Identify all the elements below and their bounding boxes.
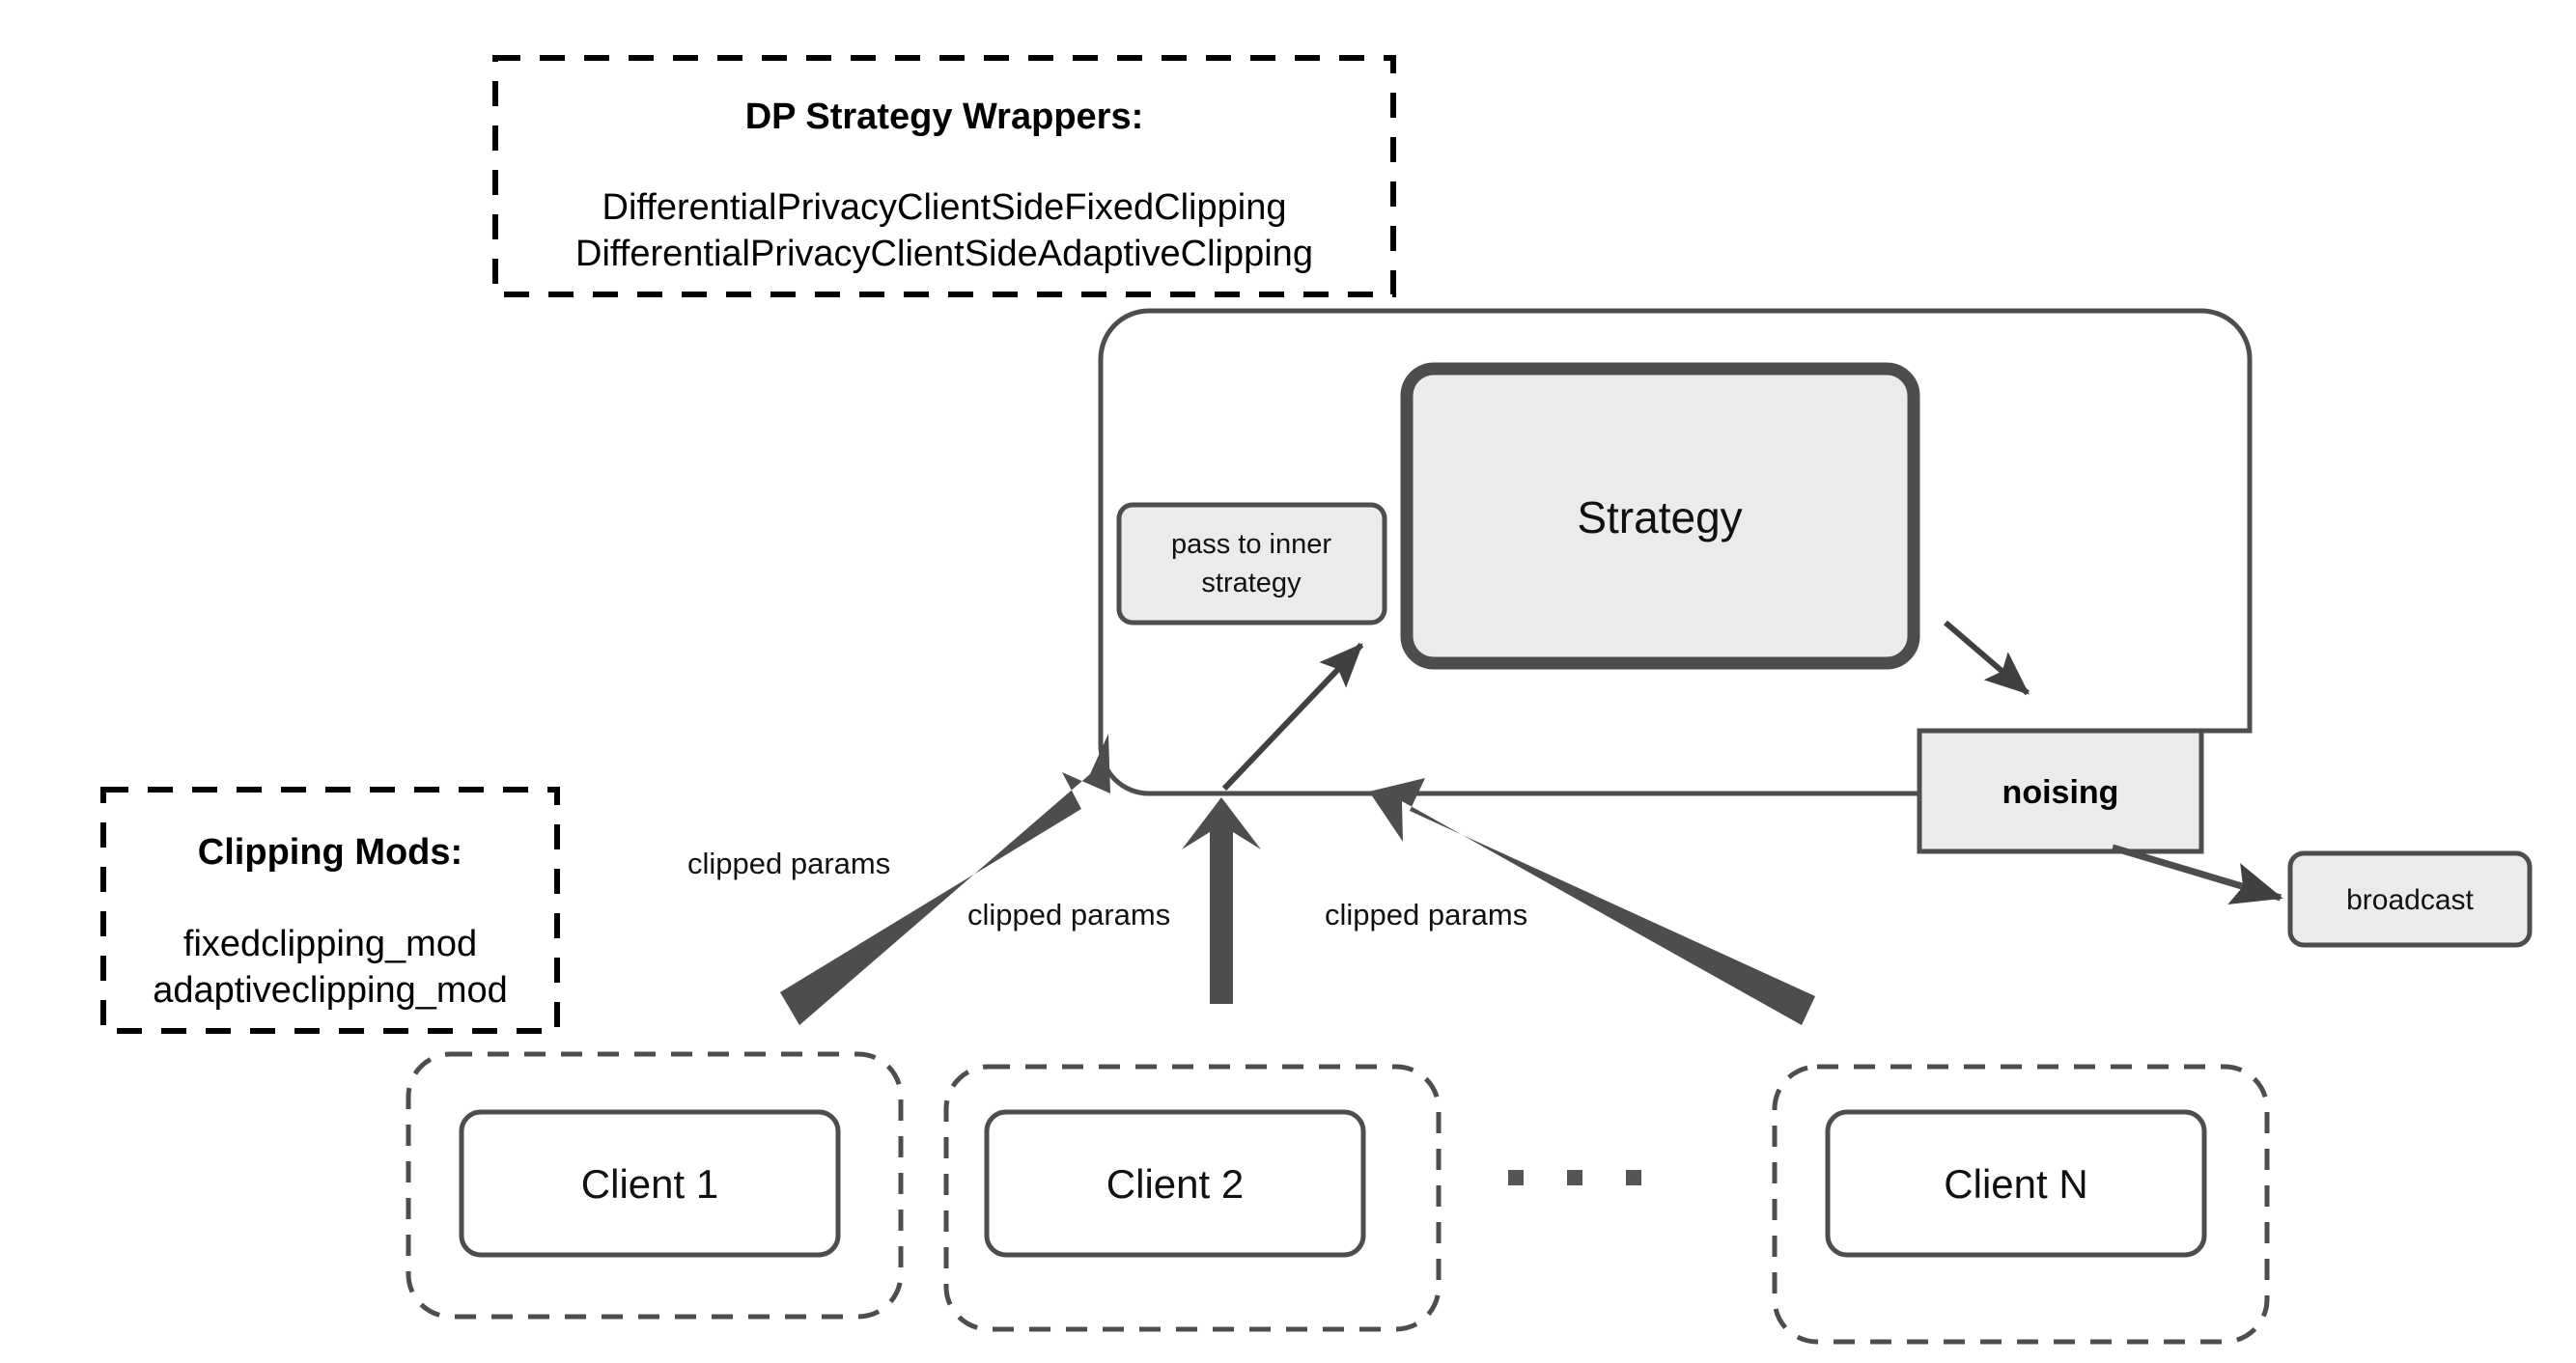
strategy-box[interactable]: Strategy [1400, 362, 1920, 670]
client-box-n[interactable] [1825, 1109, 2207, 1258]
pass-to-inner-strategy-rect[interactable] [1116, 502, 1387, 626]
client-group-1: Client 1 [406, 1051, 904, 1320]
noising-box-label: noising [2002, 774, 2119, 811]
broadcast-box[interactable]: broadcast [2287, 850, 2533, 948]
client-label-n: Client N [1944, 1161, 2087, 1207]
client-label-2: Client 2 [1106, 1161, 1244, 1207]
client-box-1[interactable] [459, 1109, 841, 1258]
client-label-1: Client 1 [581, 1161, 718, 1207]
edge-label-client1: clipped params [687, 847, 890, 880]
clipping-mods-legend: Clipping Mods: fixedclipping_mod adaptiv… [100, 787, 560, 1034]
ellipsis-dot-2 [1567, 1170, 1582, 1185]
dp-strategy-wrappers-legend: DP Strategy Wrappers: DifferentialPrivac… [492, 55, 1396, 297]
edge-label-client2: clipped params [967, 898, 1170, 932]
dp-wrappers-title: DP Strategy Wrappers: [745, 97, 1144, 137]
clipping-mods-box [100, 787, 560, 1034]
arrow-client2-to-server [1182, 797, 1261, 1004]
clipping-mods-item-1: adaptiveclipping_mod [153, 970, 508, 1011]
ellipsis-dots [1508, 1170, 1641, 1185]
broadcast-box-rect[interactable] [2287, 850, 2533, 948]
noising-box-rect[interactable] [1917, 728, 2204, 854]
dp-wrappers-item-1: DifferentialPrivacyClientSideAdaptiveCli… [575, 234, 1313, 274]
clipping-mods-item-0: fixedclipping_mod [183, 924, 477, 964]
arrow-clientn-to-server [1369, 778, 1815, 1025]
pass-to-inner-strategy-line2: strategy [1201, 568, 1302, 598]
arrow-strategy-to-noising [1944, 620, 2030, 696]
broadcast-box-label: broadcast [2346, 884, 2474, 916]
strategy-box-label: Strategy [1577, 492, 1742, 542]
client-box-2[interactable] [984, 1109, 1366, 1258]
dp-wrappers-item-0: DifferentialPrivacyClientSideFixedClippi… [602, 187, 1287, 228]
noising-box[interactable]: noising [1917, 728, 2204, 854]
edge-label-clientn: clipped params [1325, 898, 1527, 932]
ellipsis-dot-3 [1626, 1170, 1641, 1185]
arrow-noising-to-broadcast [2111, 844, 2283, 905]
arrow-client1-to-server [780, 734, 1110, 1025]
strategy-box-rect[interactable] [1400, 362, 1920, 670]
ellipsis-dot-1 [1508, 1170, 1524, 1185]
pass-to-inner-strategy-line1: pass to inner [1171, 529, 1331, 560]
arrow-entry-to-inner-strategy [1221, 642, 1364, 792]
dp-wrappers-box [492, 55, 1396, 297]
client-group-2: Client 2 [943, 1064, 1442, 1332]
client-group-n: Client N [1772, 1064, 2270, 1345]
clipping-mods-title: Clipping Mods: [198, 832, 462, 873]
pass-to-inner-strategy-box[interactable]: pass to inner strategy [1116, 502, 1387, 626]
